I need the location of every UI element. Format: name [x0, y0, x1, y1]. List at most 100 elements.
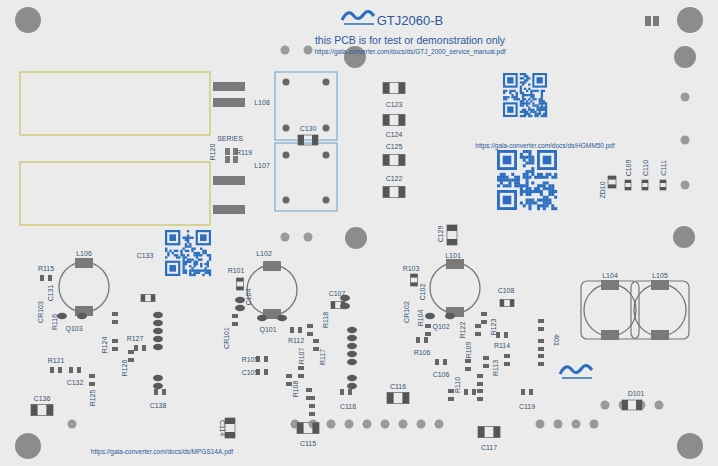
qr-module: [520, 201, 523, 204]
qr-module: [506, 176, 509, 179]
resistor: [477, 389, 483, 401]
qr-module: [531, 190, 534, 193]
part-designator: ZD10: [599, 181, 606, 198]
pad: [448, 397, 454, 401]
pad: [435, 359, 439, 365]
power-inductor: [581, 280, 639, 340]
qr-module: [193, 254, 195, 256]
qr-module: [530, 90, 532, 92]
qr-module: [193, 263, 195, 265]
qr-module: [176, 256, 178, 258]
qr-module: [207, 265, 209, 267]
via-hole: [399, 420, 408, 429]
qr-module: [202, 252, 204, 254]
pad: [538, 362, 544, 366]
qr-module: [545, 104, 547, 106]
qr-module: [540, 190, 543, 193]
part-designator: D101: [628, 390, 645, 397]
capacitor-pad: [625, 187, 631, 190]
inductor-pin: [323, 152, 330, 159]
qr-module: [183, 248, 185, 250]
via-hole: [435, 420, 444, 429]
qr-module: [193, 248, 195, 250]
capacitor: [383, 155, 405, 166]
qr-module: [528, 98, 530, 100]
qr-module: [176, 250, 178, 252]
via-hole: [554, 420, 563, 429]
qr-module: [520, 77, 522, 79]
qr-module: [500, 179, 503, 182]
capacitor-pad: [383, 115, 390, 126]
qr-module: [532, 111, 534, 113]
qr-module: [508, 184, 511, 187]
inductor-frame: [275, 72, 337, 140]
capacitor-outline: [383, 83, 405, 94]
qr-module: [198, 254, 200, 256]
qr-module: [539, 98, 541, 100]
qr-module: [537, 204, 540, 207]
capacitor: [411, 274, 418, 286]
qr-module: [548, 199, 551, 202]
qr-module: [513, 98, 515, 100]
capacitor-pad: [608, 176, 616, 180]
qr-finder: [497, 150, 517, 170]
capacitor: [608, 176, 616, 188]
capacitor-pad: [331, 302, 335, 309]
mounting-holes: [15, 7, 703, 459]
part-designator: C129: [437, 226, 444, 243]
capacitor-pad: [478, 427, 485, 438]
qr-module: [522, 98, 524, 100]
qr-module: [537, 207, 540, 210]
qr-module: [543, 102, 545, 104]
qr-finder: [198, 232, 209, 243]
inductor-pin: [323, 79, 330, 86]
part-designator: R109: [465, 342, 472, 359]
qr-module: [517, 179, 520, 182]
power-inductor: [631, 280, 689, 340]
part-designator: R121: [48, 357, 65, 364]
pad: [112, 347, 118, 351]
qr-module: [524, 115, 526, 117]
capacitor-pad: [660, 180, 666, 183]
qr-module: [204, 263, 206, 265]
pad: [309, 404, 315, 408]
pad: [477, 374, 483, 378]
qr-module: [522, 92, 524, 94]
part-designator: SERIES: [217, 135, 243, 142]
qr-module: [189, 258, 191, 260]
qr-module: [526, 113, 528, 115]
inductor-pin: [283, 197, 290, 204]
qr-module: [207, 254, 209, 256]
mounting-hole: [677, 7, 703, 33]
mounting-hole: [345, 227, 367, 249]
capacitor-outline: [660, 180, 666, 190]
qr-module: [520, 115, 522, 117]
via-hole: [637, 401, 646, 410]
qr-module: [543, 187, 546, 190]
qr-module: [196, 256, 198, 258]
qr-module: [537, 109, 539, 111]
capacitor-pad: [447, 225, 457, 231]
logo-wave: [560, 365, 592, 374]
qr-finder: [507, 77, 513, 83]
qr-module: [187, 234, 189, 236]
qr-module: [526, 79, 528, 81]
inductor-outline: [581, 281, 639, 339]
capacitor-outline: [500, 300, 514, 307]
ic-pin: [347, 351, 357, 357]
qr-module: [522, 102, 524, 104]
pad: [465, 367, 471, 371]
qr-module: [202, 274, 204, 276]
pad: [134, 345, 138, 351]
part-designator: C104: [245, 289, 252, 306]
qr-module: [540, 176, 543, 179]
qr-module: [543, 107, 545, 109]
qr-module: [167, 254, 169, 256]
pad: [446, 259, 464, 269]
ic-pin: [77, 313, 87, 319]
qr-module: [537, 104, 539, 106]
capacitor-pad: [225, 432, 235, 438]
part-designator: L108: [254, 99, 270, 106]
qr-module: [196, 272, 198, 274]
